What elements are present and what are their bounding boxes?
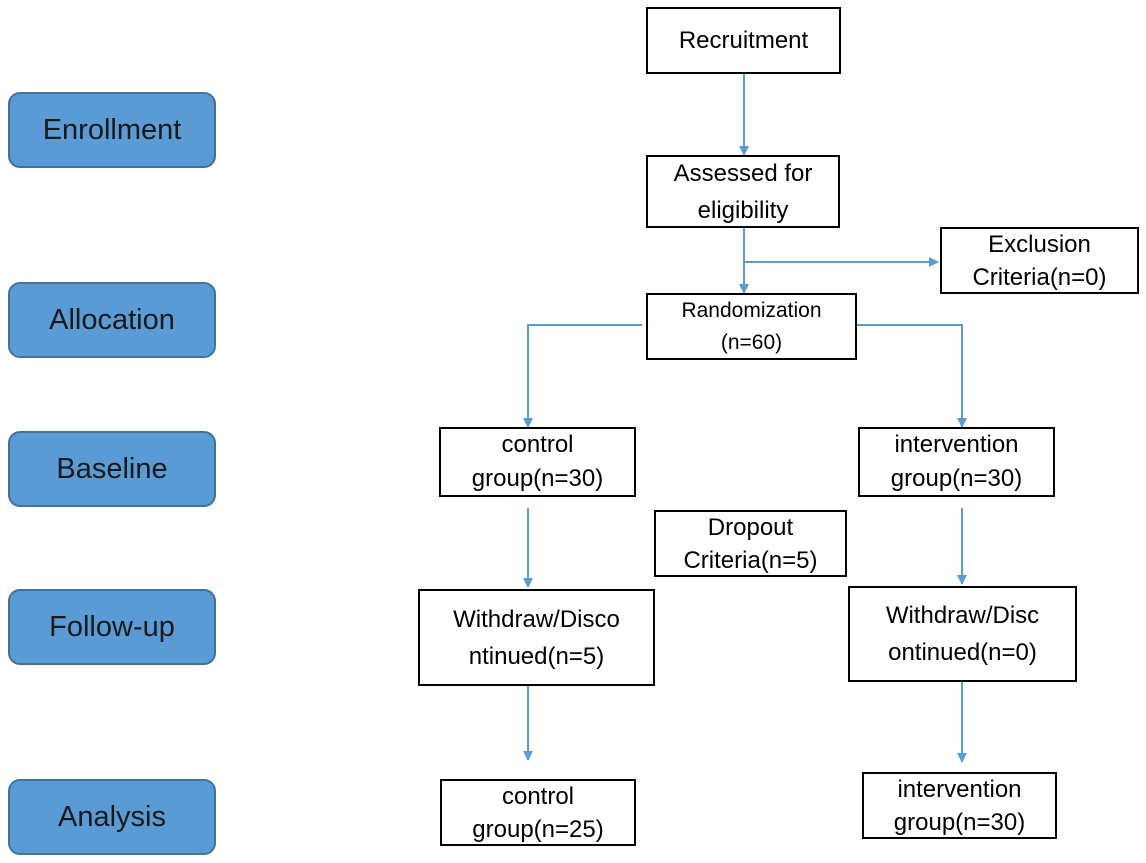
stage-followup-label: Follow-up: [49, 610, 175, 643]
node-exclusion-criteria: Exclusion Criteria(n=0): [940, 227, 1139, 294]
stage-baseline: Baseline: [8, 431, 216, 507]
node-intervention-group-baseline: intervention group(n=30): [858, 427, 1055, 497]
node-control-group-analysis-label: control group(n=25): [472, 782, 604, 843]
stage-analysis: Analysis: [8, 779, 216, 855]
node-intervention-group-analysis: intervention group(n=30): [862, 772, 1057, 839]
stage-followup: Follow-up: [8, 589, 216, 665]
node-control-withdraw: Withdraw/Disco ntinued(n=5): [418, 589, 655, 686]
node-intervention-group-baseline-label: intervention group(n=30): [890, 431, 1023, 492]
node-assessed-eligibility: Assessed for eligibility: [646, 155, 840, 228]
node-randomization-label: Randomization (n=60): [681, 298, 822, 354]
node-control-withdraw-label: Withdraw/Disco ntinued(n=5): [453, 605, 620, 670]
stage-analysis-label: Analysis: [58, 800, 166, 833]
node-intervention-group-analysis-label: intervention group(n=30): [893, 775, 1026, 836]
node-control-group-baseline: control group(n=30): [439, 427, 636, 497]
node-recruitment: Recruitment: [646, 7, 841, 74]
node-intervention-withdraw: Withdraw/Disc ontinued(n=0): [848, 586, 1077, 682]
node-intervention-withdraw-label: Withdraw/Disc ontinued(n=0): [885, 602, 1040, 666]
stage-enrollment-label: Enrollment: [42, 113, 182, 146]
stage-allocation-label: Allocation: [49, 303, 175, 336]
node-control-group-analysis: control group(n=25): [440, 779, 636, 846]
arrow-randomization-to-control: [523, 324, 642, 428]
node-assessed-eligibility-label: Assessed for eligibility: [673, 159, 813, 224]
node-recruitment-label: Recruitment: [678, 27, 809, 54]
stage-allocation: Allocation: [8, 282, 216, 358]
node-control-group-baseline-label: control group(n=30): [471, 431, 604, 492]
node-dropout-criteria-label: Dropout Criteria(n=5): [683, 513, 818, 574]
stage-baseline-label: Baseline: [56, 452, 168, 485]
node-exclusion-criteria-label: Exclusion Criteria(n=0): [972, 230, 1107, 291]
node-randomization: Randomization (n=60): [646, 293, 857, 360]
node-dropout-criteria: Dropout Criteria(n=5): [654, 510, 847, 577]
arrow-randomization-to-intervention: [857, 324, 967, 428]
stage-enrollment: Enrollment: [8, 92, 216, 168]
